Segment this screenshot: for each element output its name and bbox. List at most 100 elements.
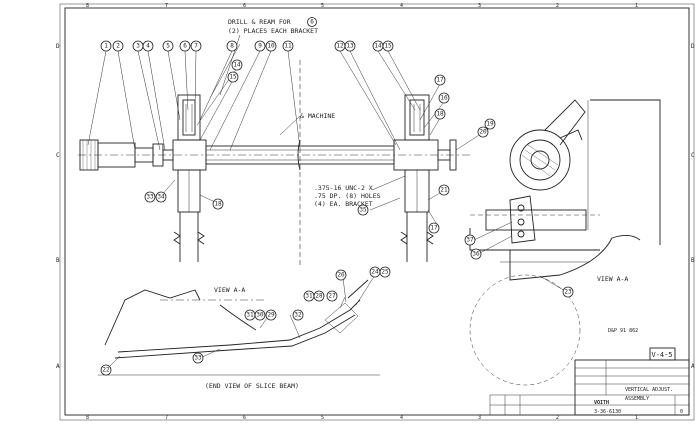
zone-row-b-right: B [691, 257, 695, 264]
label-view-aa-right: VIEW A-A [597, 275, 628, 283]
zone-col-3-bottom: 3 [478, 415, 481, 421]
balloon-8: 8 [226, 40, 238, 52]
revision: 0 [680, 409, 683, 415]
zone-col-5: 5 [321, 3, 324, 9]
balloon-5: 5 [162, 40, 174, 52]
svg-text:31: 31 [305, 293, 313, 300]
balloon-37: 37 [464, 234, 476, 246]
svg-text:36: 36 [472, 251, 480, 258]
side-view [469, 99, 661, 386]
svg-text:32: 32 [294, 312, 302, 319]
svg-text:15: 15 [229, 74, 237, 81]
label-view-aa-bottom: VIEW A-A [214, 286, 245, 294]
svg-text:19: 19 [486, 121, 494, 128]
label-end-view: (END VIEW OF SLICE BEAM) [205, 382, 299, 390]
zone-row-b: B [56, 257, 60, 264]
balloon-7: 7 [190, 40, 202, 52]
balloon-30: 30 [254, 309, 266, 321]
svg-text:30: 30 [256, 312, 264, 319]
zone-col-7: 7 [165, 3, 168, 9]
svg-text:8: 8 [230, 43, 234, 50]
balloon-27: 27 [326, 290, 338, 302]
note-holes-line3: (4) EA. BRACKET [314, 200, 373, 208]
balloon-14b: 14 [231, 59, 243, 71]
svg-text:11: 11 [284, 43, 292, 50]
zone-row-a-right: A [691, 363, 695, 370]
zone-row-c: C [56, 152, 60, 159]
zone-col-7-bottom: 7 [165, 415, 168, 421]
svg-text:31: 31 [246, 312, 254, 319]
zone-col-6: 6 [243, 3, 246, 9]
zone-col-labels: 8 7 6 5 4 3 2 1 8 7 6 5 4 3 2 1 [86, 3, 638, 421]
note-machine: & MACHINE [300, 112, 335, 120]
svg-text:34: 34 [157, 194, 165, 201]
main-assembly [78, 60, 470, 265]
balloon-3: 3 [132, 40, 144, 52]
zone-col-2-bottom: 2 [556, 415, 559, 421]
title-line1: VERTICAL ADJUST. [625, 387, 673, 393]
sheet-border [64, 7, 690, 416]
balloon-2: 2 [112, 40, 124, 52]
svg-text:20: 20 [479, 129, 487, 136]
balloon-33b: 33 [192, 352, 204, 364]
balloon-17: 17 [434, 74, 446, 86]
svg-text:2: 2 [116, 43, 120, 50]
balloon-34: 34 [155, 191, 167, 203]
balloon-21: 21 [438, 184, 450, 196]
balloon-10: 10 [265, 40, 277, 52]
svg-text:17: 17 [430, 225, 438, 232]
zone-col-5-bottom: 5 [321, 415, 324, 421]
balloon-18b: 18 [212, 198, 224, 210]
company-name: VOITH [594, 400, 609, 406]
stamp-text: V-4-5 [651, 351, 672, 359]
svg-text:12: 12 [336, 43, 344, 50]
zone-col-4: 4 [400, 3, 403, 9]
svg-text:33: 33 [194, 355, 202, 362]
balloon-23b: 23 [562, 286, 574, 298]
note-drill-ref-balloon: 6 [307, 17, 317, 27]
zone-col-1: 1 [635, 3, 638, 9]
svg-text:25: 25 [381, 269, 389, 276]
balloon-28: 28 [313, 290, 325, 302]
zone-col-3: 3 [478, 3, 481, 9]
balloon-24: 24 [369, 266, 381, 278]
balloon-group: 1 2 3 4 5 6 7 8 9 10 11 12 13 14 15 14 1… [100, 40, 574, 376]
balloon-13: 13 [344, 40, 356, 52]
svg-text:37: 37 [466, 237, 474, 244]
svg-text:9: 9 [258, 43, 262, 50]
zone-col-2: 2 [556, 3, 559, 9]
balloon-32: 32 [292, 309, 304, 321]
zone-col-4-bottom: 4 [400, 415, 403, 421]
balloon-18: 18 [434, 108, 446, 120]
balloon-6: 6 [179, 40, 191, 52]
svg-text:21: 21 [440, 187, 448, 194]
balloon-20: 20 [477, 126, 489, 138]
zone-row-c-right: C [691, 152, 695, 159]
svg-text:28: 28 [315, 293, 323, 300]
svg-text:14: 14 [233, 62, 241, 69]
zone-col-8-bottom: 8 [86, 415, 89, 421]
svg-text:1: 1 [104, 43, 108, 50]
svg-text:27: 27 [328, 293, 336, 300]
note-drill-ref: 6 [310, 19, 314, 26]
balloon-31: 31 [303, 290, 315, 302]
balloon-25: 25 [379, 266, 391, 278]
balloon-4: 4 [142, 40, 154, 52]
zone-row-d: D [56, 43, 60, 50]
svg-text:7: 7 [194, 43, 198, 50]
balloon-35: 35 [357, 204, 369, 216]
svg-text:15: 15 [384, 43, 392, 50]
svg-text:18: 18 [436, 111, 444, 118]
svg-text:4: 4 [146, 43, 150, 50]
balloon-leaders [87, 43, 566, 369]
balloon-16: 16 [438, 92, 450, 104]
title-line2: ASSEMBLY [625, 396, 649, 402]
balloon-36: 36 [470, 248, 482, 260]
small-ref: D&P 91 862 [608, 328, 638, 334]
balloon-26: 26 [335, 269, 347, 281]
title-block [489, 359, 690, 416]
leader-holes [371, 175, 406, 191]
balloon-22: 22 [100, 364, 112, 376]
svg-text:23: 23 [564, 289, 572, 296]
